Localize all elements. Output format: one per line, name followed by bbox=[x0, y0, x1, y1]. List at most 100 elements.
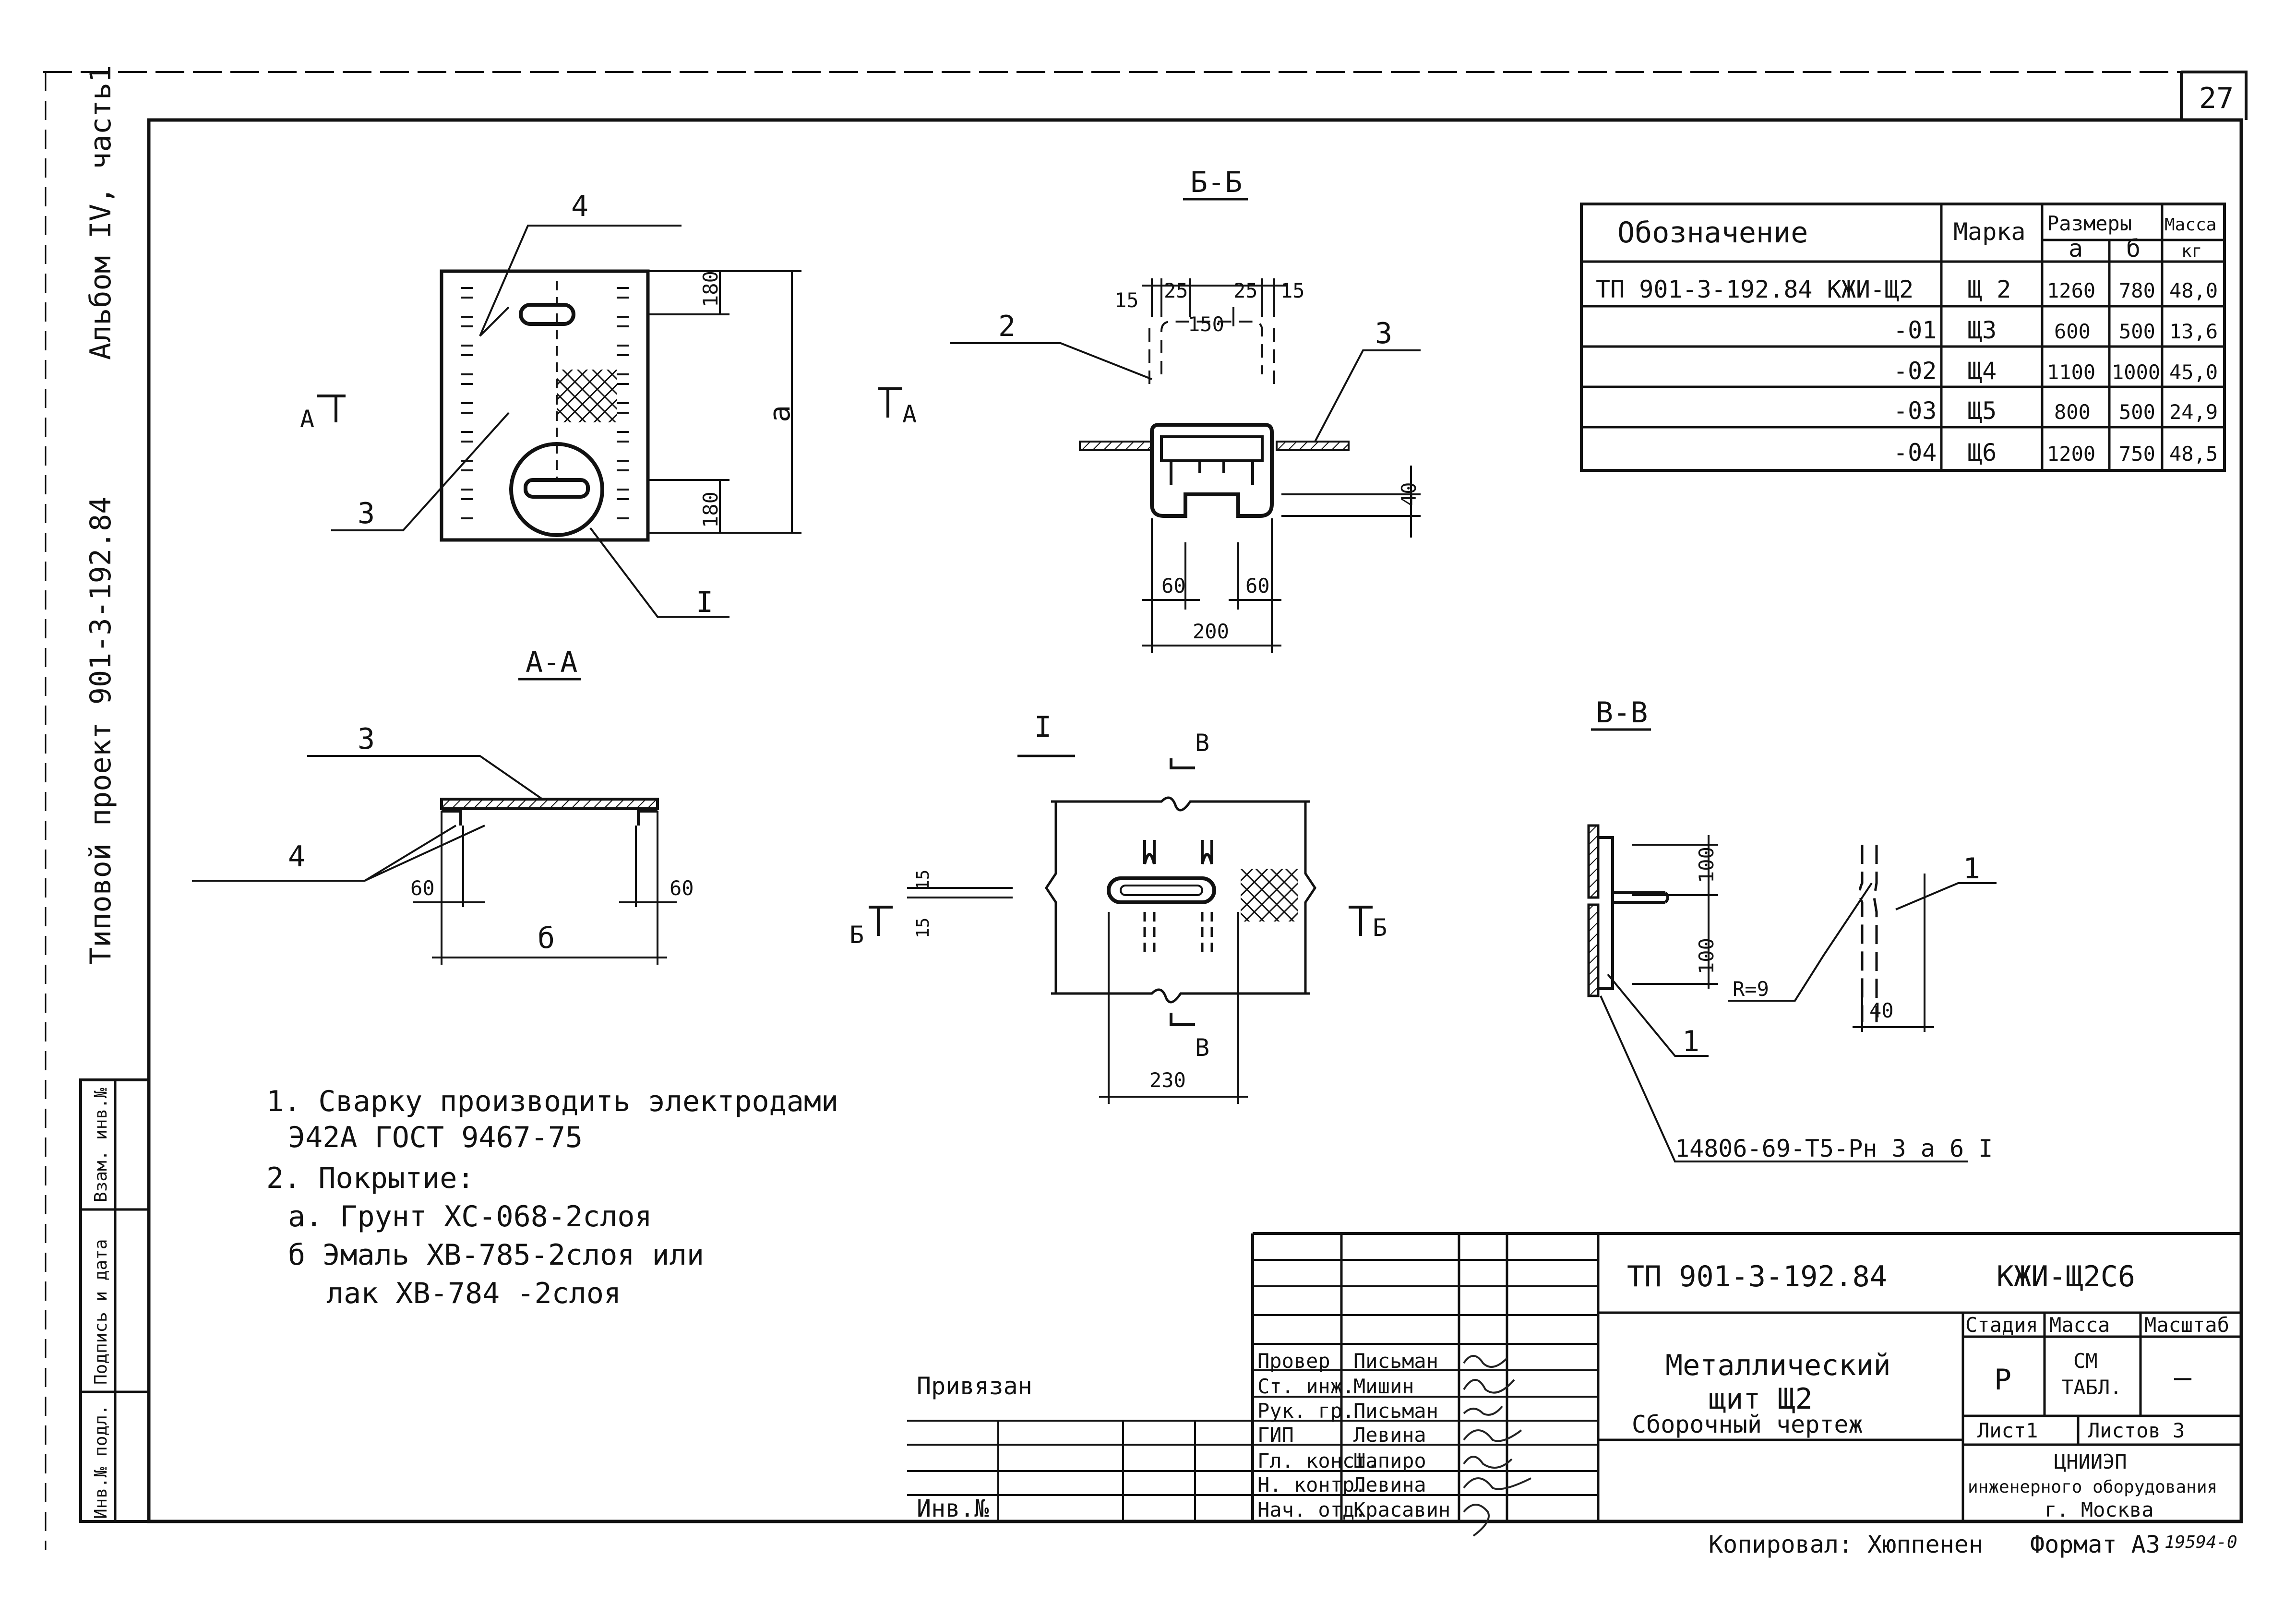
stage-value: Р bbox=[1994, 1363, 2011, 1397]
footer: Копировал: Хюппенен Формат А3 19594-0 bbox=[1709, 1531, 2237, 1558]
dim-15-bb-right: 15 bbox=[1280, 279, 1305, 302]
section-a-a-title: А-А bbox=[526, 646, 577, 679]
manhole-lower bbox=[509, 442, 604, 537]
header-sizes: Размеры bbox=[2047, 212, 2132, 235]
note-line: Э42А ГОСТ 9467-75 bbox=[288, 1121, 583, 1154]
role-label: Н. контр. bbox=[1257, 1473, 1367, 1496]
callout-2-bb: 2 bbox=[998, 310, 1016, 343]
row-size-b: 780 bbox=[2119, 279, 2155, 302]
section-b-b-title: Б-Б bbox=[1190, 166, 1242, 199]
row-mark: Щ4 bbox=[1968, 357, 1997, 385]
role-label: Провер bbox=[1257, 1349, 1330, 1373]
role-name: Мишин bbox=[1353, 1375, 1414, 1398]
note-line: 2. Покрытие: bbox=[266, 1161, 474, 1195]
detail-i-title: I bbox=[1034, 710, 1052, 744]
notes-block: 1. Сварку производить электродами Э42А Г… bbox=[266, 1085, 838, 1310]
dim-60-aa-right: 60 bbox=[670, 876, 694, 900]
role-label: Ст. инж. bbox=[1257, 1375, 1354, 1398]
dim-25-bb-left: 25 bbox=[1164, 279, 1188, 302]
mass-value-1: СМ bbox=[2073, 1349, 2098, 1373]
scale-label: Масштаб bbox=[2144, 1313, 2229, 1337]
row-size-b: 1000 bbox=[2112, 360, 2160, 384]
row-size-a: 1100 bbox=[2047, 360, 2095, 384]
section-a-a: А-А 3 4 60 60 б bbox=[192, 646, 694, 965]
album-label: Альбом IV, часть1 bbox=[84, 65, 118, 360]
header-mark: Марка bbox=[1953, 218, 2026, 246]
dim-200-bb: 200 bbox=[1193, 620, 1229, 643]
stage-label: Стадия bbox=[1965, 1313, 2038, 1337]
org-line-3: г. Москва bbox=[2045, 1498, 2154, 1521]
dim-230-detail: 230 bbox=[1149, 1068, 1186, 1092]
row-designation: -02 bbox=[1893, 357, 1937, 385]
sheet-label: Лист1 bbox=[1977, 1419, 2038, 1442]
row-size-b: 500 bbox=[2119, 400, 2155, 424]
dim-150-bb: 150 bbox=[1188, 312, 1224, 336]
weld-marks-left bbox=[461, 287, 473, 519]
header-a: а bbox=[2069, 235, 2083, 263]
role-name: Левина bbox=[1353, 1423, 1426, 1447]
row-mark: Щ 2 bbox=[1968, 275, 2011, 303]
doc-mark: КЖИ-Щ2С6 bbox=[1997, 1260, 2135, 1293]
dim-60-aa-left: 60 bbox=[410, 876, 435, 900]
title-line-3: Сборочный чертеж bbox=[1632, 1411, 1863, 1438]
header-b: б bbox=[2126, 235, 2141, 263]
role-name: Красавин bbox=[1353, 1498, 1450, 1521]
role-name: Левина bbox=[1353, 1473, 1426, 1496]
section-b-b: Б-Б 15 25 25 15 150 2 3 40 60 60 200 bbox=[950, 166, 1421, 653]
format-label: Формат А3 bbox=[2030, 1531, 2160, 1558]
detail-i: I Б Б 15 15 В В 230 bbox=[849, 710, 1387, 1104]
table-row: -03 Щ5 800 500 24,9 bbox=[1893, 397, 2218, 425]
replace-inv-label: Взам. инв.№ bbox=[91, 1088, 111, 1202]
row-designation: ТП 901-3-192.84 КЖИ-Щ2 bbox=[1596, 275, 1913, 303]
title-block: Привязан Инв.№ Провер Письман Ст. инж. М… bbox=[907, 1232, 2241, 1537]
row-designation: -03 bbox=[1893, 397, 1937, 425]
row-mass: 48,5 bbox=[2169, 442, 2218, 466]
row-size-a: 600 bbox=[2054, 320, 2091, 343]
mesh-symbol bbox=[557, 370, 617, 422]
table-row: -04 Щ6 1200 750 48,5 bbox=[1893, 439, 2218, 467]
callout-4-aa: 4 bbox=[288, 840, 305, 874]
sheet-number: 27 bbox=[2199, 82, 2234, 115]
role-row: Н. контр. Левина bbox=[1257, 1473, 1426, 1496]
row-size-a: 800 bbox=[2054, 400, 2091, 424]
plan-view: 180 180 а 4 3 I А А bbox=[300, 190, 917, 619]
row-size-b: 750 bbox=[2119, 442, 2155, 466]
dim-180-top: 180 bbox=[699, 271, 722, 307]
row-mass: 48,0 bbox=[2169, 279, 2218, 302]
role-name: Шапиро bbox=[1353, 1449, 1426, 1472]
table-row: -02 Щ4 1100 1000 45,0 bbox=[1893, 357, 2218, 385]
role-row: Ст. инж. Мишин bbox=[1257, 1375, 1414, 1398]
row-size-a: 1260 bbox=[2047, 279, 2095, 302]
row-mark: Щ3 bbox=[1968, 316, 1997, 344]
role-label: Рук. гр. bbox=[1257, 1399, 1354, 1423]
section-mark-b-right: Б bbox=[1373, 914, 1387, 942]
dim-15-detail-b: 15 bbox=[913, 918, 933, 938]
header-mass: Масса bbox=[2164, 215, 2216, 235]
bound-label: Привязан bbox=[917, 1372, 1032, 1400]
scale-value: — bbox=[2174, 1361, 2192, 1394]
table-row: ТП 901-3-192.84 КЖИ-Щ2 Щ 2 1260 780 48,0 bbox=[1596, 275, 2218, 303]
role-row: Рук. гр. Письман bbox=[1257, 1399, 1438, 1423]
dim-180-bottom: 180 bbox=[699, 491, 722, 528]
section-mark-v-bottom: В bbox=[1195, 1034, 1209, 1062]
role-row: Нач. отд. Красавин bbox=[1257, 1498, 1450, 1521]
dim-60-bb-left: 60 bbox=[1161, 574, 1186, 598]
detail-i-mark: I bbox=[696, 586, 713, 619]
header-designation: Обозначение bbox=[1617, 216, 1808, 250]
section-mark-a-right: А bbox=[902, 400, 917, 428]
dim-60-bb-right: 60 bbox=[1245, 574, 1270, 598]
row-mass: 24,9 bbox=[2169, 400, 2218, 424]
header-mass-unit: кг bbox=[2181, 241, 2202, 261]
callout-1-vv-right: 1 bbox=[1963, 852, 1980, 886]
org-line-1: ЦНИИЭП bbox=[2054, 1450, 2127, 1473]
mass-value-2: ТАБЛ. bbox=[2061, 1376, 2122, 1399]
section-v-v: В-В 100 100 R=9 40 1 1 14806-69-Т5-Рн 3 … bbox=[1587, 696, 1997, 1162]
callout-3-aa: 3 bbox=[358, 722, 375, 756]
mass-label: Масса bbox=[2049, 1313, 2110, 1337]
archive-number: 19594-0 bbox=[2164, 1532, 2237, 1552]
role-label: Нач. отд. bbox=[1257, 1498, 1367, 1521]
section-mark-b-left: Б bbox=[849, 921, 864, 949]
sign-date-label: Подпись и дата bbox=[91, 1239, 111, 1385]
table-row: -01 Щ3 600 500 13,6 bbox=[1893, 316, 2218, 344]
